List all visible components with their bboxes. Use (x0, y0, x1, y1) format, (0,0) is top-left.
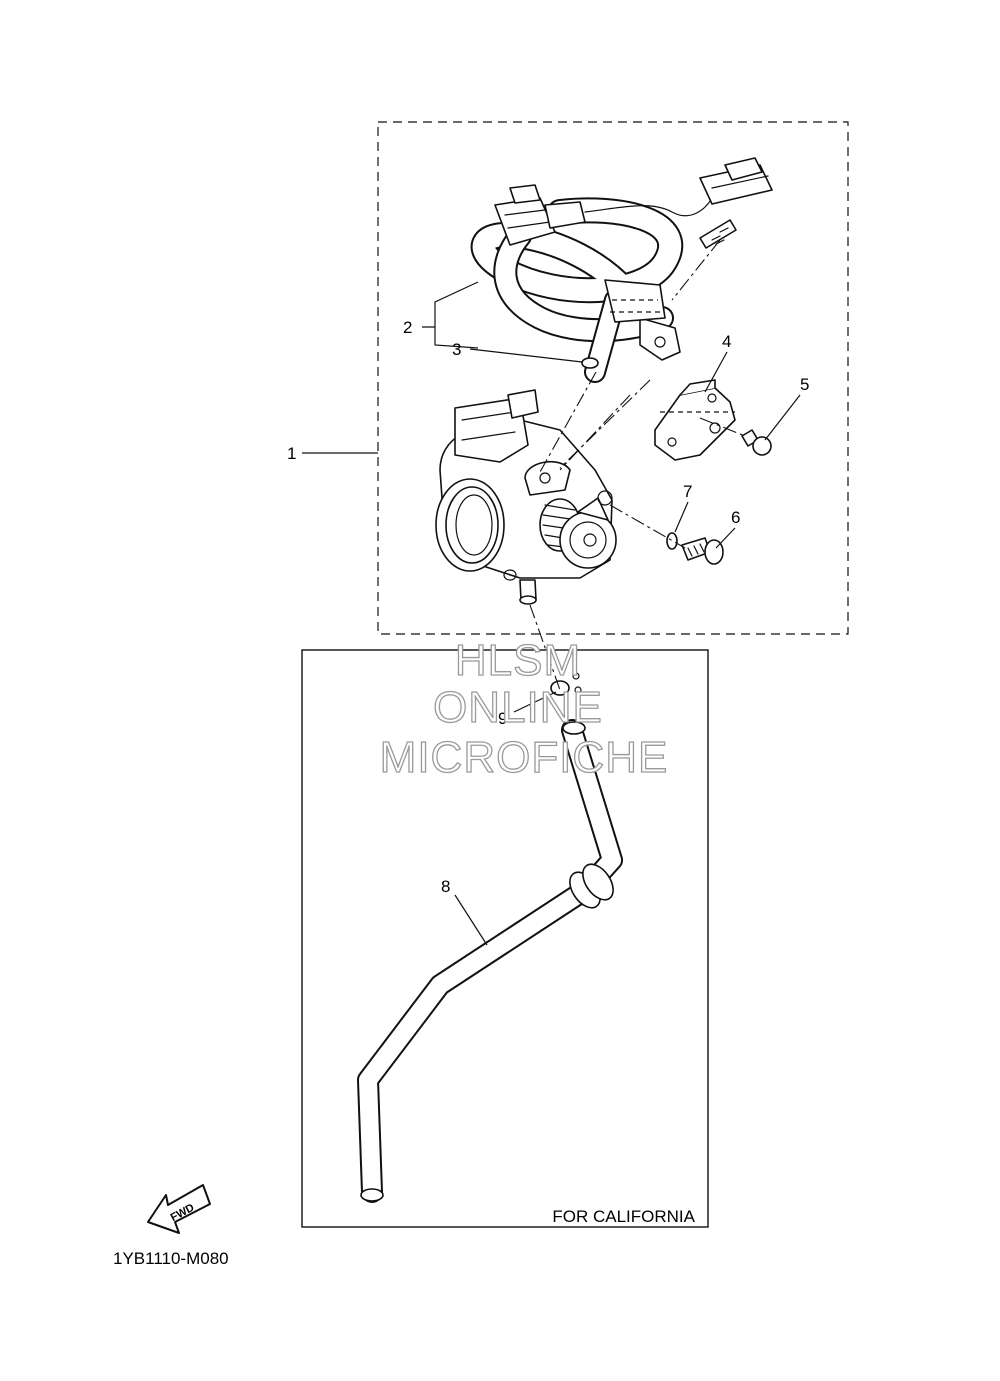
pipe-part-8 (357, 719, 623, 1203)
sensor-harness-part-2 (470, 157, 773, 383)
leader-7 (674, 501, 689, 533)
leader-6 (715, 527, 736, 549)
watermark-line-2: ONLINE (433, 683, 603, 732)
centerline-screw-5 (699, 417, 746, 437)
centerline-adjust (609, 504, 686, 549)
california-box (301, 649, 709, 1228)
callout-2: 2 (403, 318, 412, 337)
leader-3 (469, 348, 583, 363)
centerline-sensor (539, 371, 597, 473)
leader-8 (454, 894, 488, 946)
throttle-body (435, 389, 617, 605)
bracket-part-4 (654, 379, 736, 461)
leader-5 (764, 394, 801, 441)
adjust-screw-part-6 (681, 537, 724, 565)
callout-7: 7 (683, 482, 692, 501)
diagram-code: 1YB1110-M080 (113, 1249, 229, 1268)
watermark-line-1: HLSM (455, 636, 581, 685)
centerline-bracket-2 (559, 394, 631, 471)
centerline-screw (671, 239, 721, 301)
callout-8: 8 (441, 877, 450, 896)
o-ring-part-3 (581, 357, 599, 369)
screw-part-5 (741, 429, 772, 456)
california-caption: FOR CALIFORNIA (552, 1207, 695, 1226)
callout-3: 3 (452, 340, 461, 359)
callout-4: 4 (722, 332, 731, 351)
assembly-boundary-dashed (377, 121, 849, 635)
callout-5: 5 (800, 375, 809, 394)
leader-4 (704, 351, 728, 393)
leader-9 (513, 691, 557, 713)
callout-1: 1 (287, 444, 296, 463)
fwd-arrow-icon: FWD (147, 1184, 211, 1234)
callout-6: 6 (731, 508, 740, 527)
clip-part-9 (550, 672, 582, 696)
centerline-nipple (529, 604, 561, 691)
watermark-line-3: MICROFICHE (380, 733, 669, 782)
leader-2-bracket (422, 281, 479, 349)
callout-9: 9 (498, 709, 507, 728)
o-ring-part-7 (666, 532, 678, 550)
